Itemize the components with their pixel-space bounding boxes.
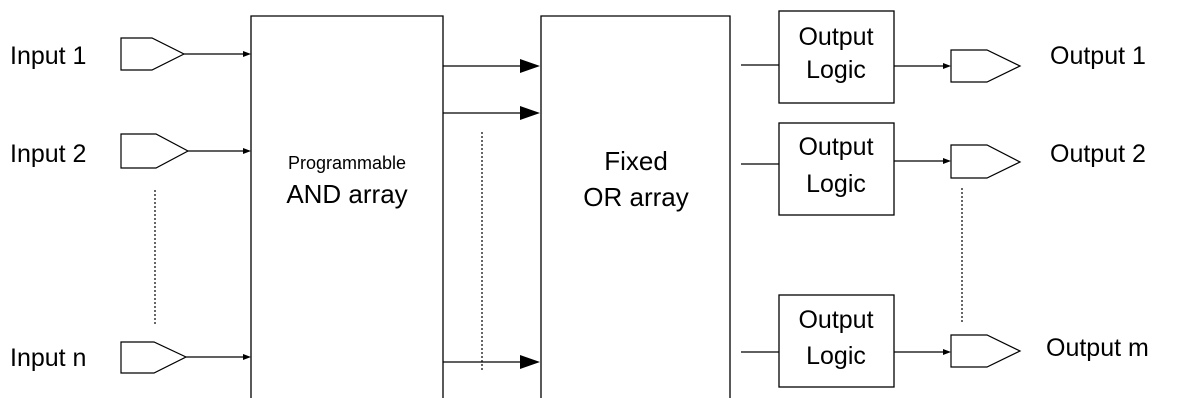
output-logic-1-line2: Logic <box>806 56 866 84</box>
input-1-buffer-icon <box>120 37 186 71</box>
output-1-group: Output 1 <box>894 42 1146 83</box>
input-2-label: Input 2 <box>10 140 86 168</box>
output-2-arrow-icon <box>943 158 951 164</box>
and-array-outline <box>250 15 444 398</box>
output-1-label: Output 1 <box>1050 42 1146 70</box>
input-1-group: Input 1 <box>10 37 251 71</box>
or-array-label-line1: Fixed <box>604 146 668 176</box>
output-m-buffer-icon <box>950 334 1022 368</box>
product-term-2-arrow-icon <box>520 106 540 120</box>
product-term-1-arrow-icon <box>520 59 540 73</box>
input-2-buffer-icon <box>120 133 190 169</box>
output-logic-m: Output Logic <box>741 294 895 388</box>
input-n-buffer-icon <box>120 341 188 374</box>
and-array-label-line2: AND array <box>286 179 407 209</box>
or-array-label-line2: OR array <box>583 182 688 212</box>
input-2-group: Input 2 <box>10 133 251 169</box>
output-logic-1: Output Logic <box>741 10 895 104</box>
input-2-arrow-icon <box>243 148 251 154</box>
output-m-arrow-icon <box>943 349 951 355</box>
output-logic-2-line2: Logic <box>806 170 866 198</box>
input-n-group: Input n <box>10 341 251 374</box>
output-m-group: Output m <box>894 334 1149 368</box>
and-array-block: Programmable AND array <box>250 15 444 398</box>
product-term-n-arrow-icon <box>520 355 540 369</box>
output-logic-m-box <box>778 294 895 388</box>
input-1-arrow-icon <box>243 51 251 57</box>
input-1-label: Input 1 <box>10 42 86 70</box>
input-n-arrow-icon <box>243 354 251 360</box>
output-logic-1-line1: Output <box>798 23 873 51</box>
output-m-label: Output m <box>1046 334 1149 362</box>
output-logic-m-line1: Output <box>798 306 873 334</box>
output-2-buffer-icon <box>950 144 1022 179</box>
output-logic-2-box <box>778 122 895 216</box>
output-logic-1-box <box>778 10 895 104</box>
and-to-or-connections <box>443 59 540 370</box>
or-array-block: Fixed OR array <box>540 15 731 398</box>
and-array-label-line1: Programmable <box>288 153 406 173</box>
output-1-arrow-icon <box>943 63 951 69</box>
output-2-label: Output 2 <box>1050 140 1146 168</box>
input-n-label: Input n <box>10 344 86 372</box>
output-1-buffer-icon <box>950 49 1022 83</box>
output-logic-2-line1: Output <box>798 133 873 161</box>
output-logic-m-line2: Logic <box>806 342 866 370</box>
output-2-group: Output 2 <box>894 140 1146 179</box>
output-logic-2: Output Logic <box>741 122 895 216</box>
or-array-outline <box>540 15 731 398</box>
